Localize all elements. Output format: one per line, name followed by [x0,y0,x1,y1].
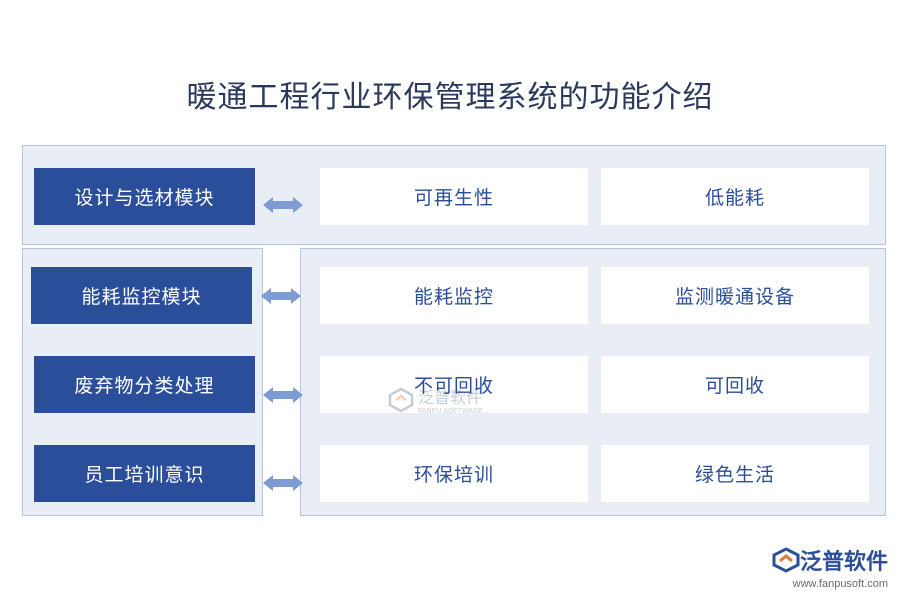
item-label: 监测暖通设备 [674,286,795,308]
item-box: 环保培训 [320,445,588,502]
module-design-selection: 设计与选材模块 [34,168,255,225]
module-label: 设计与选材模块 [74,187,215,209]
module-label: 能耗监控模块 [81,286,202,308]
item-box: 不可回收 [320,356,588,413]
item-label: 低能耗 [704,187,765,209]
double-arrow-icon [263,387,303,403]
item-label: 绿色生活 [694,464,775,486]
item-label: 环保培训 [413,464,494,486]
item-box: 可再生性 [320,168,588,225]
item-label: 不可回收 [413,375,494,397]
page-title: 暖通工程行业环保管理系统的功能介绍 [186,80,714,115]
module-staff-training: 员工培训意识 [34,445,255,502]
item-box: 监测暖通设备 [601,267,869,324]
logo-url: www.fanpusoft.com [792,578,888,590]
item-box: 绿色生活 [601,445,869,502]
item-box: 可回收 [601,356,869,413]
watermark-text: 泛普软件 [418,388,483,407]
double-arrow-icon [263,197,303,213]
double-arrow-icon [261,288,301,304]
item-label: 可回收 [704,375,765,397]
brand-logo: 泛普软件 www.fanpusoft.com [772,544,888,590]
item-label: 能耗监控 [413,286,494,308]
module-label: 员工培训意识 [84,464,205,486]
module-label: 废弃物分类处理 [74,375,215,397]
fanpu-logo-icon [772,547,800,573]
item-box: 低能耗 [601,168,869,225]
module-waste-sorting: 废弃物分类处理 [34,356,255,413]
item-label: 可再生性 [413,187,494,209]
fanpu-logo-icon [388,387,414,412]
watermark-subtext: FANPU SOFTWARE [418,408,483,415]
watermark: 泛普软件 FANPU SOFTWARE [388,384,483,415]
item-box: 能耗监控 [320,267,588,324]
module-energy-monitoring: 能耗监控模块 [31,267,252,324]
double-arrow-icon [263,475,303,491]
logo-name: 泛普软件 [799,550,888,575]
